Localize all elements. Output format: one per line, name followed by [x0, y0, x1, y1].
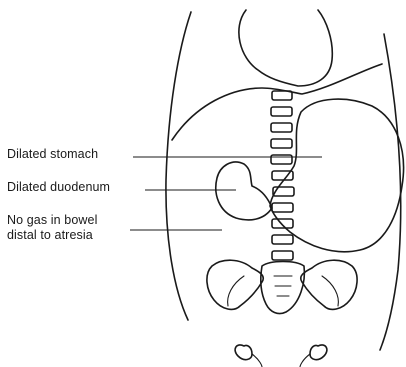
duodenum-outline [216, 162, 272, 220]
vertebra [272, 235, 293, 244]
pelvis-left-ilium [207, 260, 263, 309]
body-outline-right [380, 34, 401, 350]
duodenum-label: Dilated duodenum [7, 180, 110, 195]
vertebra [271, 139, 292, 148]
left-femoral-head [235, 345, 252, 360]
pelvis-right-ilium [301, 260, 357, 309]
spine [271, 91, 294, 260]
body-outline-left [166, 12, 191, 320]
diaphragm-line [172, 64, 382, 140]
vertebra [272, 219, 293, 228]
vertebra [271, 123, 292, 132]
no-gas-label-line-2: distal to atresia [7, 228, 97, 243]
no-gas-label: No gas in bowel distal to atresia [7, 213, 97, 243]
stomach-outline [270, 99, 404, 252]
stomach-label: Dilated stomach [7, 147, 98, 162]
vertebra [271, 155, 292, 164]
sacrum-outline [261, 262, 305, 314]
vertebra [272, 91, 292, 100]
vertebra [272, 251, 293, 260]
vertebra [271, 107, 292, 116]
pelvis [207, 260, 357, 313]
heart-outline [239, 10, 332, 86]
vertebra [272, 203, 293, 212]
left-femur [252, 354, 262, 367]
pelvis-line [228, 276, 244, 306]
pelvis-line [322, 276, 338, 306]
right-femoral-head [310, 345, 327, 360]
right-femur [300, 354, 310, 367]
no-gas-label-line-1: No gas in bowel [7, 213, 97, 228]
